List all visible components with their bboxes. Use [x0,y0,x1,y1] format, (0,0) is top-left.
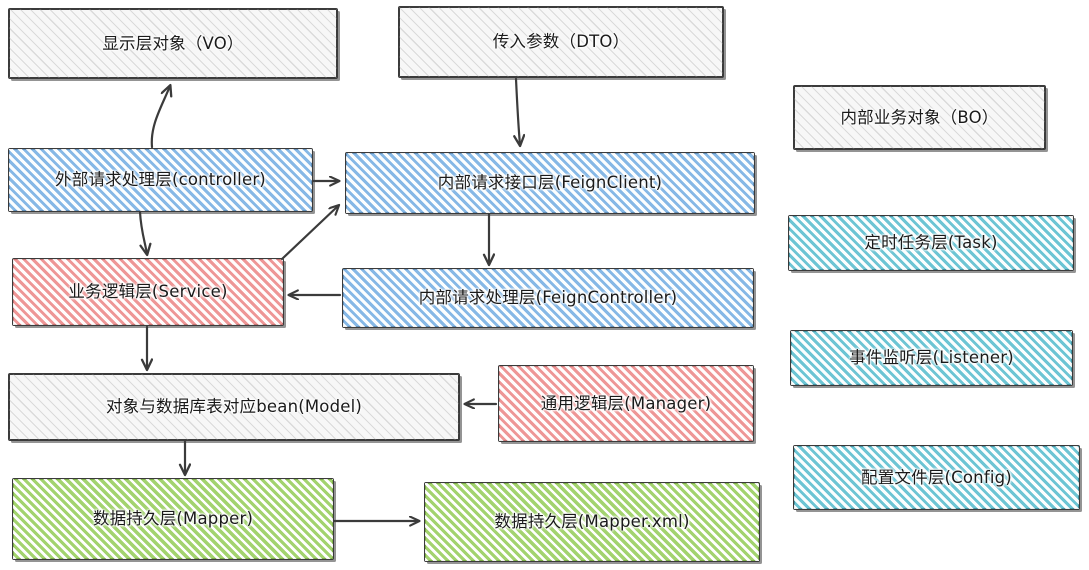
node-controller[interactable]: 外部请求处理层(controller) [8,148,313,212]
node-mapper-xml-label: 数据持久层(Mapper.xml) [494,512,690,532]
node-controller-label: 外部请求处理层(controller) [55,170,266,190]
node-feigncontroller-label: 内部请求处理层(FeignController) [418,288,678,308]
node-config-label: 配置文件层(Config) [861,467,1012,487]
node-mapper[interactable]: 数据持久层(Mapper) [12,478,334,560]
node-mapper-label: 数据持久层(Mapper) [92,509,254,529]
node-manager[interactable]: 通用逻辑层(Manager) [498,365,754,442]
node-listener-label: 事件监听层(Listener) [849,348,1014,368]
node-service-label: 业务逻辑层(Service) [68,282,228,302]
node-vo[interactable]: 显示层对象（VO） [8,8,338,79]
node-config[interactable]: 配置文件层(Config) [793,445,1080,510]
edge-service-to-feignclient [280,206,338,261]
node-mapper-xml[interactable]: 数据持久层(Mapper.xml) [424,482,760,562]
node-listener[interactable]: 事件监听层(Listener) [790,330,1073,386]
node-service[interactable]: 业务逻辑层(Service) [12,258,284,326]
node-task[interactable]: 定时任务层(Task) [788,215,1074,271]
node-dto[interactable]: 传入参数（DTO） [398,6,724,78]
node-task-label: 定时任务层(Task) [864,233,998,253]
node-bo[interactable]: 内部业务对象（BO） [793,85,1046,150]
node-feignclient-label: 内部请求接口层(FeignClient) [437,173,663,193]
node-feigncontroller[interactable]: 内部请求处理层(FeignController) [342,268,754,328]
node-feignclient[interactable]: 内部请求接口层(FeignClient) [345,152,755,214]
node-dto-label: 传入参数（DTO） [492,32,630,52]
node-vo-label: 显示层对象（VO） [102,33,244,53]
node-model[interactable]: 对象与数据库表对应bean(Model) [8,373,460,441]
edge-controller-to-vo [150,86,170,149]
edge-dto-to-feignclient [516,77,520,145]
edge-controller-to-service [138,210,147,254]
node-model-label: 对象与数据库表对应bean(Model) [105,397,363,417]
node-bo-label: 内部业务对象（BO） [840,107,999,127]
node-manager-label: 通用逻辑层(Manager) [540,393,712,413]
